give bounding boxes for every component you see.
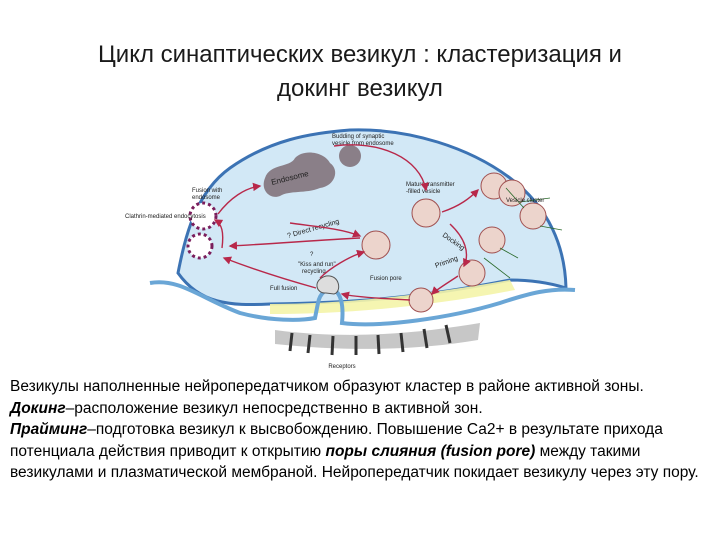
label-fusion-endosome-1: Fusion with [192,188,222,194]
label-full-fusion: Full fusion [270,286,297,292]
label-clathrin: Clathrin-mediated endocytosis [125,214,206,220]
caption-docking-term: Докинг [10,400,66,417]
label-kiss-run-2: recycling [302,269,326,275]
fusion-pore-vesicle [317,276,339,294]
label-mature-1: Mature transmitter [406,182,455,188]
caption-paragraph-1: Везикулы наполненные нейропередатчиком о… [10,376,710,419]
caption-priming-term: Прайминг [10,421,87,438]
label-vesicle-cluster: Vesicle cluster [506,198,544,204]
label-budding-2: vesicle from endosome [332,141,394,147]
budding-vesicle [339,145,361,167]
label-fusion-endosome-2: endosome [192,195,221,201]
label-kiss-run-1: "Kiss and run" [298,262,336,268]
caption-cluster-text: Везикулы наполненные нейропередатчиком о… [10,378,644,395]
label-receptors: Receptors [328,364,355,370]
caption-paragraph-2: Прайминг–подготовка везикул к высвобожде… [10,419,710,484]
endocytic-pit [188,234,212,258]
label-mature-2: -filled vesicle [406,189,441,195]
label-budding-1: Budding of synaptic [332,134,384,140]
caption-docking-text: –расположение везикул непосредственно в … [66,400,483,417]
caption: Везикулы наполненные нейропередатчиком о… [10,376,710,484]
slide-title: Цикл синаптических везикул : кластеризац… [40,38,680,106]
label-fusion-pore: Fusion pore [370,276,402,282]
title-line-2: докинг везикул [40,72,680,106]
title-line-1: Цикл синаптических везикул : кластеризац… [40,38,680,72]
synaptic-vesicle-cycle-diagram: Receptors Endosome Budding of synaptic v… [120,128,590,374]
caption-pore-term: поры слияния (fusion pore) [326,443,536,460]
